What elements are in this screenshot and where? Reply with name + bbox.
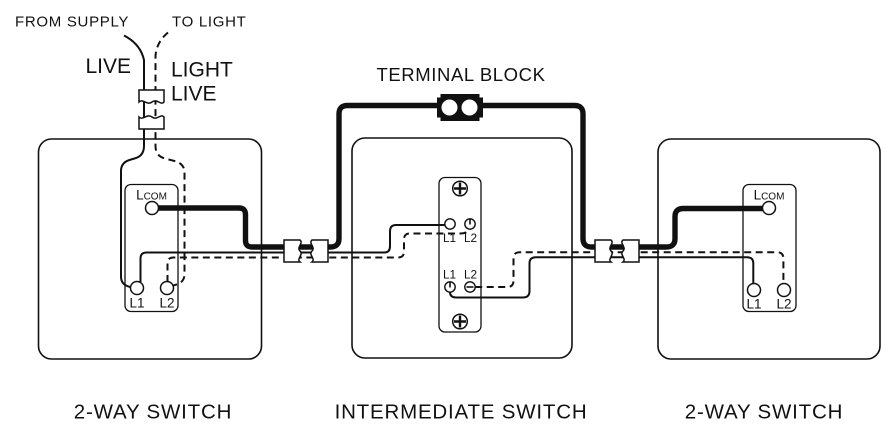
left-switch-title: 2-WAY SWITCH	[74, 401, 232, 424]
l2-label-left: L2	[159, 296, 174, 311]
bottom-l2-label: L2	[464, 268, 477, 282]
from-supply-label: FROM SUPPLY	[15, 14, 129, 31]
cable-break-supply-bottom	[138, 115, 165, 130]
l2-terminal-right	[776, 282, 792, 298]
light-live-wire	[154, 31, 186, 287]
terminal-block-notch	[437, 117, 441, 121]
cable-break-right-a	[594, 239, 614, 263]
lcom-label-right: LCOM	[754, 188, 785, 203]
intermediate-top-l1-terminal	[444, 218, 456, 230]
lcom-terminal-left	[144, 200, 160, 216]
terminal-block-symbol	[437, 94, 483, 121]
supply-live-wire	[120, 34, 145, 289]
terminal-slots	[449, 219, 474, 288]
terminal-block-notch	[479, 94, 483, 98]
l1-strapper-wire-left	[139, 224, 445, 282]
l1-strapper-wire-right	[449, 256, 755, 299]
lcom-terminal-right	[761, 200, 777, 216]
cable-break-supply-top	[138, 89, 165, 104]
l2-strapper-wire-right	[475, 251, 785, 288]
solid-wires	[120, 34, 755, 299]
live-label: LIVE	[85, 55, 131, 78]
cable-break-left-b	[309, 239, 329, 263]
terminal-block-notch	[479, 117, 483, 121]
top-l1-label: L1	[443, 231, 456, 245]
switch-terminals	[129, 200, 792, 298]
left-switch-plate	[124, 183, 179, 313]
l1-label-right: L1	[746, 297, 761, 312]
right-switch-plate	[742, 183, 797, 313]
screw-cross-icon	[454, 182, 466, 195]
intermediate-switch-title: INTERMEDIATE SWITCH	[335, 401, 588, 424]
terminal-block-hole	[461, 99, 478, 116]
l1-label-left: L1	[129, 296, 144, 311]
dashed-wires	[154, 31, 785, 288]
l2-terminal-left	[159, 280, 175, 296]
intermediate-switch-plate	[438, 176, 482, 333]
cable-break-left-a	[283, 239, 303, 263]
to-light-label: TO LIGHT	[172, 14, 247, 31]
terminal-block-label: TERMINAL BLOCK	[376, 64, 545, 85]
lcom-label-left: LCOM	[136, 188, 167, 203]
l1-terminal-right	[746, 282, 762, 298]
cable-break-symbols	[138, 89, 640, 263]
light-live-label-line2: LIVE	[171, 83, 217, 106]
light-live-label-line1: LIGHT	[171, 59, 233, 82]
cable-break-right-b	[620, 239, 640, 263]
top-l2-label: L2	[464, 231, 477, 245]
right-switch-title: 2-WAY SWITCH	[685, 401, 843, 424]
switch-plates	[124, 176, 797, 333]
bottom-l1-label: L1	[443, 268, 456, 282]
l2-strapper-wire-left	[166, 228, 471, 282]
screw-cross-icon	[454, 315, 466, 328]
intermediate-switch-box	[351, 137, 573, 359]
plate-screws	[451, 180, 469, 330]
terminal-block-hole	[441, 99, 458, 116]
l2-label-right: L2	[776, 297, 791, 312]
terminal-block-notch	[437, 94, 441, 98]
l1-terminal-left	[129, 280, 145, 296]
labels: FROM SUPPLY TO LIGHT LIVE LIGHT LIVE TER…	[15, 14, 843, 424]
